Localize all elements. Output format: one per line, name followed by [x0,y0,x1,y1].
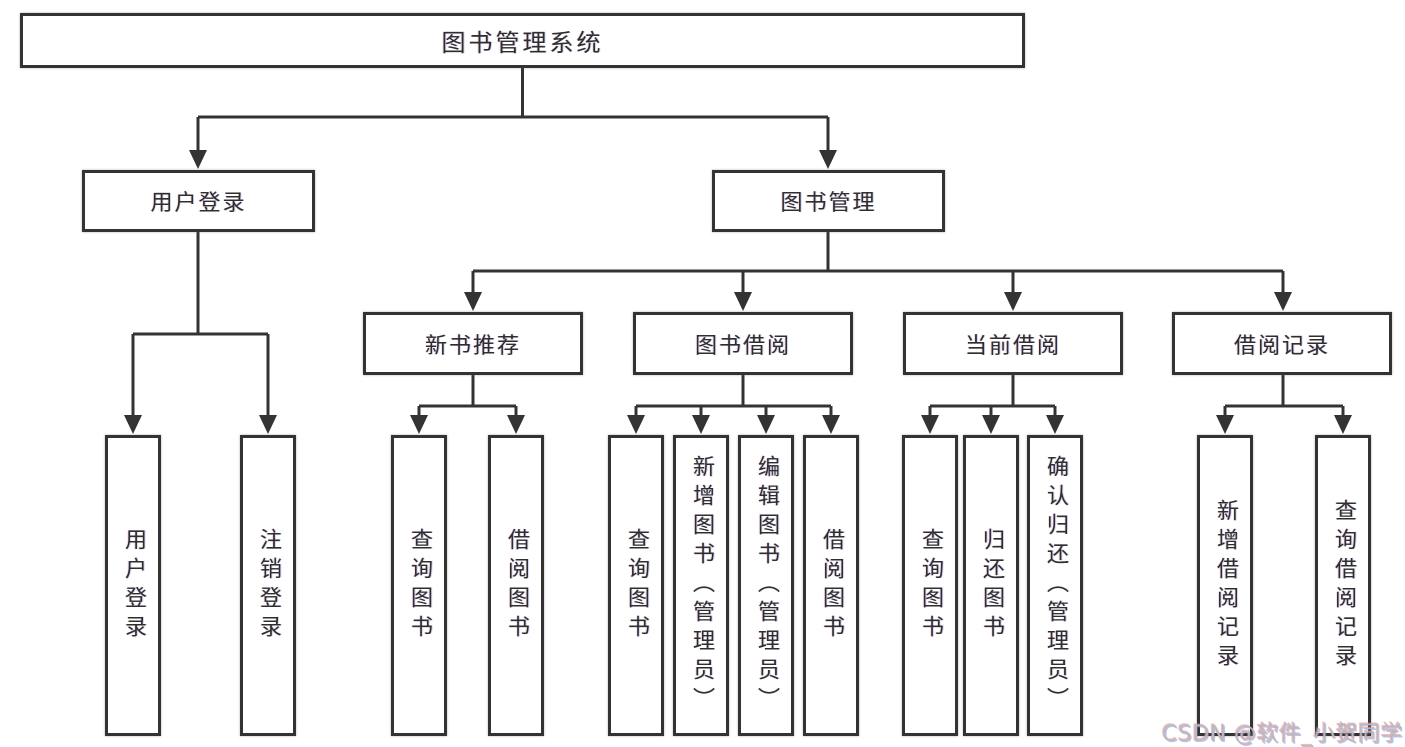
arrowhead-icon [1046,415,1064,434]
connector [634,375,833,417]
arrowhead-icon [259,415,277,434]
node-label: 新增借阅记录 [1213,498,1238,673]
node-current-borrow: 当前借阅 [903,312,1123,375]
arrowhead-icon [921,415,939,434]
connector [471,232,1285,294]
arrowhead-icon [627,415,645,434]
arrowhead-icon [1004,292,1022,311]
leaf-add-books-admin: 新增图书（管理员） [673,435,729,736]
node-label: 注销登录 [256,527,281,644]
leaf-query-borrow-record: 查询借阅记录 [1315,435,1371,736]
leaf-query-books-recommend: 查询图书 [391,435,447,736]
node-label: 借阅记录 [1233,333,1330,359]
arrowhead-icon [1274,292,1292,311]
arrowhead-icon [410,415,428,434]
arrowhead-icon [189,150,207,169]
node-label: 查询借阅记录 [1331,498,1356,673]
leaf-borrow-books-recommend: 借阅图书 [488,435,544,736]
arrowhead-icon [757,415,775,434]
csdn-watermark: CSDN @软件_小贺同学 [1162,722,1404,747]
connector [1223,375,1345,417]
node-library-system: 图书管理系统 [20,13,1025,68]
arrowhead-icon [507,415,525,434]
node-label: 用户登录 [150,191,247,216]
arrowhead-icon [464,292,482,311]
node-label: 当前借阅 [964,333,1061,359]
leaf-query-books-current: 查询图书 [902,435,958,736]
node-label: 借阅图书 [504,527,529,644]
arrowhead-icon [822,415,840,434]
connector [417,375,518,417]
node-label: 查询图书 [407,527,432,644]
leaf-borrow-books: 借阅图书 [803,435,859,736]
connector [196,66,830,152]
arrowhead-icon [124,415,142,434]
leaf-query-books: 查询图书 [608,435,664,736]
node-label: 借阅图书 [819,527,844,644]
arrowhead-icon [1216,415,1234,434]
arrowhead-icon [734,292,752,311]
node-user-login: 用户登录 [82,170,315,232]
arrowhead-icon [1334,415,1352,434]
connector [131,232,270,417]
node-label: 图书借阅 [694,333,791,359]
node-label: 确认归还（管理员） [1043,455,1068,716]
leaf-confirm-return-admin: 确认归还（管理员） [1027,435,1083,736]
node-book-borrow: 图书借阅 [633,312,853,375]
leaf-logout: 注销登录 [240,435,296,736]
leaf-edit-books-admin: 编辑图书（管理员） [738,435,794,736]
node-label: 查询图书 [918,527,943,644]
node-label: 图书管理 [780,191,877,216]
node-label: 编辑图书（管理员） [754,455,779,716]
leaf-add-borrow-record: 新增借阅记录 [1197,435,1253,736]
node-label: 新书推荐 [424,333,521,359]
node-label: 用户登录 [121,527,146,644]
leaf-return-books: 归还图书 [963,435,1019,736]
node-label: 归还图书 [979,527,1004,644]
arrowhead-icon [819,150,837,169]
connector [928,375,1057,417]
node-label: 新增图书（管理员） [689,455,714,716]
node-label: 查询图书 [624,527,649,644]
leaf-user-login: 用户登录 [105,435,161,736]
node-book-management: 图书管理 [712,170,945,232]
node-borrow-records: 借阅记录 [1172,312,1392,375]
node-label: 图书管理系统 [441,29,604,57]
arrowhead-icon [982,415,1000,434]
arrowhead-icon [692,415,710,434]
node-new-book-recommend: 新书推荐 [363,312,583,375]
